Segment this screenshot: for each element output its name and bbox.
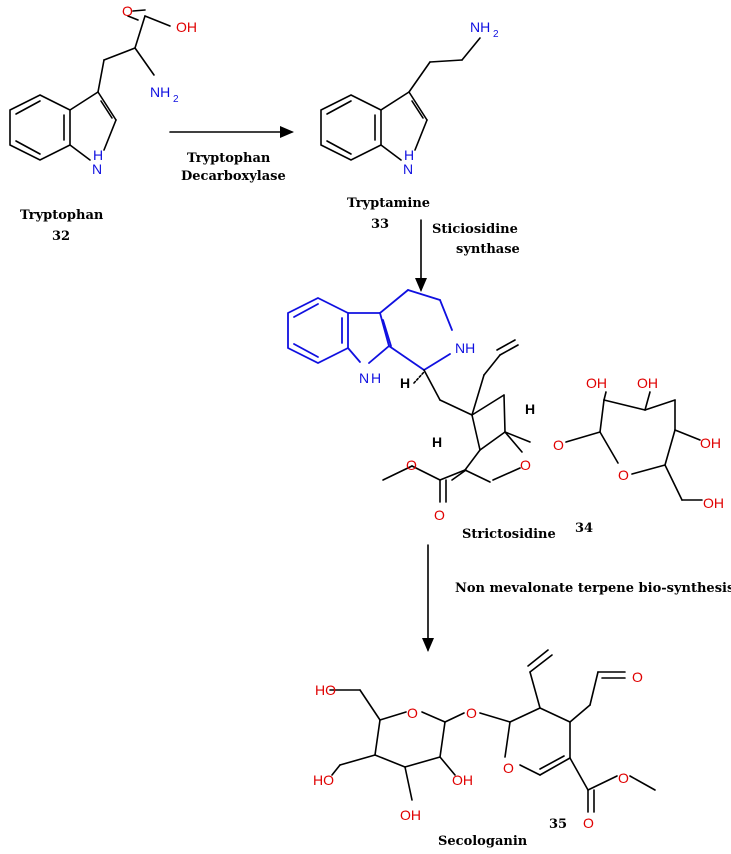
atom-OH: OH bbox=[586, 375, 607, 391]
atom-O: O bbox=[520, 457, 531, 473]
atom-N: N bbox=[92, 161, 102, 177]
secologanin-dihydropyran bbox=[479, 649, 656, 813]
strictosidine-name: Strictosidine bbox=[462, 527, 556, 542]
atom-NH2: NH bbox=[470, 19, 490, 35]
step1-label-line2: Decarboxylase bbox=[181, 169, 286, 184]
atom-H: H bbox=[400, 375, 410, 391]
step2-label-line1: Sticiosidine bbox=[432, 222, 518, 237]
atom-N: N bbox=[359, 370, 369, 386]
atom-HO: HO bbox=[313, 772, 334, 788]
atom-OH: OH bbox=[400, 807, 421, 823]
atom-O: O bbox=[632, 669, 643, 685]
tryptophan-structure bbox=[9, 9, 171, 161]
secologanin-name: Secologanin bbox=[438, 834, 528, 849]
atom-H: H bbox=[93, 147, 103, 163]
step2-label-line2: synthase bbox=[456, 242, 520, 257]
atom-OH: OH bbox=[637, 375, 658, 391]
atom-NH2: NH bbox=[150, 84, 170, 100]
atom-H: H bbox=[404, 147, 414, 163]
atom-OH: OH bbox=[452, 772, 473, 788]
atom-O: O bbox=[466, 705, 477, 721]
tryptophan-number: 32 bbox=[52, 229, 70, 244]
atom-H: H bbox=[371, 370, 381, 386]
strictosidine-number: 34 bbox=[575, 521, 593, 536]
tryptamine-number: 33 bbox=[371, 217, 389, 232]
tryptamine-name: Tryptamine bbox=[347, 196, 430, 211]
step3-label: Non mevalonate terpene bio-synthesis bbox=[455, 581, 731, 596]
secologanin-glucose bbox=[329, 689, 465, 801]
atom-O: O bbox=[406, 457, 417, 473]
atom-O: O bbox=[434, 507, 445, 523]
atom-HO: HO bbox=[315, 682, 336, 698]
strictosidine-dihydropyran bbox=[382, 339, 531, 503]
atom-O: O bbox=[618, 770, 629, 786]
step1-label-line1: Tryptophan bbox=[187, 151, 271, 166]
secologanin-number: 35 bbox=[549, 817, 567, 832]
atom-subscript: 2 bbox=[493, 29, 499, 40]
atom-OH: OH bbox=[700, 435, 721, 451]
tryptamine-structure bbox=[320, 37, 481, 161]
atom-H: H bbox=[525, 401, 535, 417]
atom-O: O bbox=[618, 467, 629, 483]
tryptophan-name: Tryptophan bbox=[20, 208, 104, 223]
atom-O: O bbox=[407, 705, 418, 721]
atom-OH: OH bbox=[703, 495, 724, 511]
atom-N: N bbox=[403, 161, 413, 177]
atom-O: O bbox=[503, 760, 514, 776]
atom-OH: OH bbox=[176, 19, 197, 35]
atom-O: O bbox=[553, 437, 564, 453]
atom-O: O bbox=[583, 815, 594, 831]
atom-subscript: 2 bbox=[173, 94, 179, 105]
strictosidine-beta-carboline bbox=[287, 289, 453, 371]
atom-H: H bbox=[432, 434, 442, 450]
atom-NH: NH bbox=[455, 340, 475, 356]
strictosidine-glucose bbox=[565, 391, 703, 501]
atom-O: O bbox=[122, 3, 133, 19]
